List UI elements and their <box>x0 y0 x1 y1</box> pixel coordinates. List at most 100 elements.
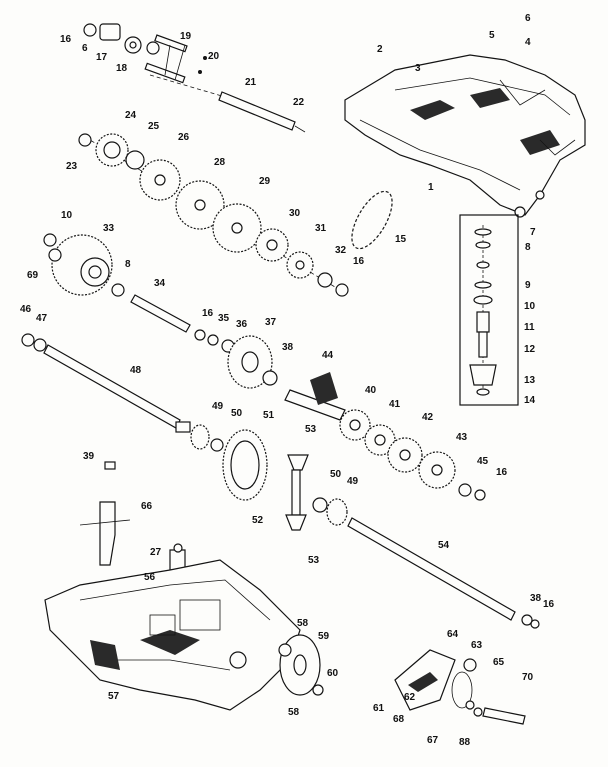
callout-32: 32 <box>335 245 347 256</box>
callout-58: 58 <box>297 618 309 629</box>
callout-58b: 58 <box>288 707 300 718</box>
callout-23: 23 <box>66 161 78 172</box>
callout-1: 1 <box>428 182 434 193</box>
callout-11: 11 <box>524 322 535 333</box>
bracket-assembly <box>394 649 526 725</box>
callout-52: 52 <box>252 515 264 526</box>
callout-61: 61 <box>373 703 385 714</box>
callout-65: 65 <box>493 657 505 668</box>
pulley-assembly <box>278 634 324 696</box>
callout-34: 34 <box>154 278 166 289</box>
callout-8: 8 <box>125 259 131 270</box>
callout-6: 6 <box>82 43 88 54</box>
callout-26: 26 <box>178 132 190 143</box>
callout-20: 20 <box>208 51 220 62</box>
callout-64: 64 <box>447 629 459 640</box>
callout-4: 4 <box>525 37 531 48</box>
callout-22: 22 <box>293 97 305 108</box>
gear-37-assembly <box>194 329 346 421</box>
callout-48: 48 <box>130 365 142 376</box>
callout-31: 31 <box>315 223 327 234</box>
callout-35: 35 <box>218 313 230 324</box>
callout-88: 88 <box>459 737 471 748</box>
callout-36: 36 <box>236 319 248 330</box>
part-39-nut <box>104 461 116 470</box>
callout-68: 68 <box>393 714 405 725</box>
callout-69: 69 <box>27 270 39 281</box>
callout-66: 66 <box>141 501 153 512</box>
callout-2: 2 <box>377 44 383 55</box>
callout-53: 53 <box>305 424 317 435</box>
callout-27: 27 <box>150 547 162 558</box>
callout-5: 5 <box>489 30 495 41</box>
callout-19: 19 <box>180 31 192 42</box>
callout-51: 51 <box>263 410 275 421</box>
callout-53b: 53 <box>308 555 320 566</box>
callout-10: 10 <box>61 210 73 221</box>
callout-39: 39 <box>83 451 95 462</box>
shaft-54 <box>347 517 540 629</box>
callout-45: 45 <box>477 456 489 467</box>
callout-16e: 16 <box>543 599 555 610</box>
callout-16b: 16 <box>353 256 365 267</box>
callout-50b: 50 <box>330 469 342 480</box>
small-hardware-top <box>83 23 207 84</box>
callout-47: 47 <box>36 313 48 324</box>
callout-8b: 8 <box>525 242 531 253</box>
callout-25: 25 <box>148 121 160 132</box>
callout-38b: 38 <box>530 593 542 604</box>
callout-9: 9 <box>525 280 531 291</box>
callout-57: 57 <box>108 691 120 702</box>
callout-28: 28 <box>214 157 226 168</box>
callout-56: 56 <box>144 572 156 583</box>
callout-16d: 16 <box>496 467 508 478</box>
callout-3: 3 <box>415 63 421 74</box>
callout-16: 16 <box>60 34 72 45</box>
callout-40: 40 <box>365 385 377 396</box>
callout-60: 60 <box>327 668 339 679</box>
callout-13: 13 <box>524 375 536 386</box>
differential-assembly <box>175 421 348 531</box>
callout-37: 37 <box>265 317 277 328</box>
callout-49: 49 <box>212 401 224 412</box>
callout-38: 38 <box>282 342 294 353</box>
callout-21: 21 <box>245 77 257 88</box>
callout-49b: 49 <box>347 476 359 487</box>
callout-18: 18 <box>116 63 128 74</box>
callout-30: 30 <box>289 208 301 219</box>
shaft-stack-right <box>459 214 519 406</box>
gear-stack-upper <box>78 133 349 297</box>
gear-stack-lower-right <box>339 409 486 501</box>
callout-7: 7 <box>530 227 536 238</box>
gear-33-assembly <box>43 233 191 333</box>
callout-50: 50 <box>231 408 243 419</box>
callout-17: 17 <box>96 52 108 63</box>
shaft-48 <box>21 333 181 429</box>
callout-14: 14 <box>524 395 536 406</box>
housing-cover <box>344 54 586 218</box>
callout-41: 41 <box>389 399 401 410</box>
callout-44: 44 <box>322 350 334 361</box>
shaft-21 <box>149 74 306 133</box>
callout-67: 67 <box>427 735 439 746</box>
callout-63: 63 <box>471 640 483 651</box>
callout-70: 70 <box>522 672 534 683</box>
callout-24: 24 <box>125 110 137 121</box>
callout-59: 59 <box>318 631 330 642</box>
callout-46: 46 <box>20 304 32 315</box>
lower-housing <box>44 559 301 711</box>
callout-54: 54 <box>438 540 450 551</box>
chain-15 <box>351 190 393 250</box>
callout-29: 29 <box>259 176 271 187</box>
callout-6b: 6 <box>525 13 531 24</box>
callout-10b: 10 <box>524 301 536 312</box>
callout-15: 15 <box>395 234 407 245</box>
callout-42: 42 <box>422 412 434 423</box>
callout-62: 62 <box>404 692 416 703</box>
callout-33: 33 <box>103 223 115 234</box>
callout-43: 43 <box>456 432 468 443</box>
callout-16c: 16 <box>202 308 214 319</box>
callout-12: 12 <box>524 344 536 355</box>
